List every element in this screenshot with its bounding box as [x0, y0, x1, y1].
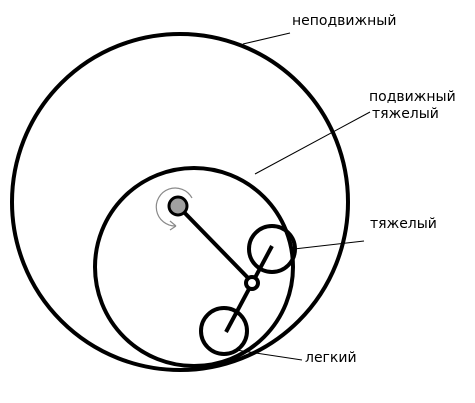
- moving-heavy-circle: [93, 166, 295, 368]
- leader-light: [235, 349, 303, 361]
- crank-arm: [176, 204, 254, 284]
- label-heavy: тяжелый: [370, 216, 437, 232]
- label-fixed: неподвижный: [292, 13, 397, 29]
- label-moving-heavy-line1: подвижный: [369, 89, 456, 105]
- curved-rotation-arrow-icon: [155, 187, 193, 231]
- leader-moving-heavy: [254, 111, 371, 175]
- label-moving-heavy-line2: тяжелый: [372, 106, 439, 122]
- light-small-circle: [199, 306, 249, 356]
- leader-fixed: [242, 32, 291, 45]
- leader-heavy: [293, 240, 365, 250]
- fixed-outer-circle: [10, 32, 350, 372]
- rod-joint: [244, 275, 260, 291]
- center-pivot: [167, 195, 189, 217]
- label-light: легкий: [305, 350, 357, 366]
